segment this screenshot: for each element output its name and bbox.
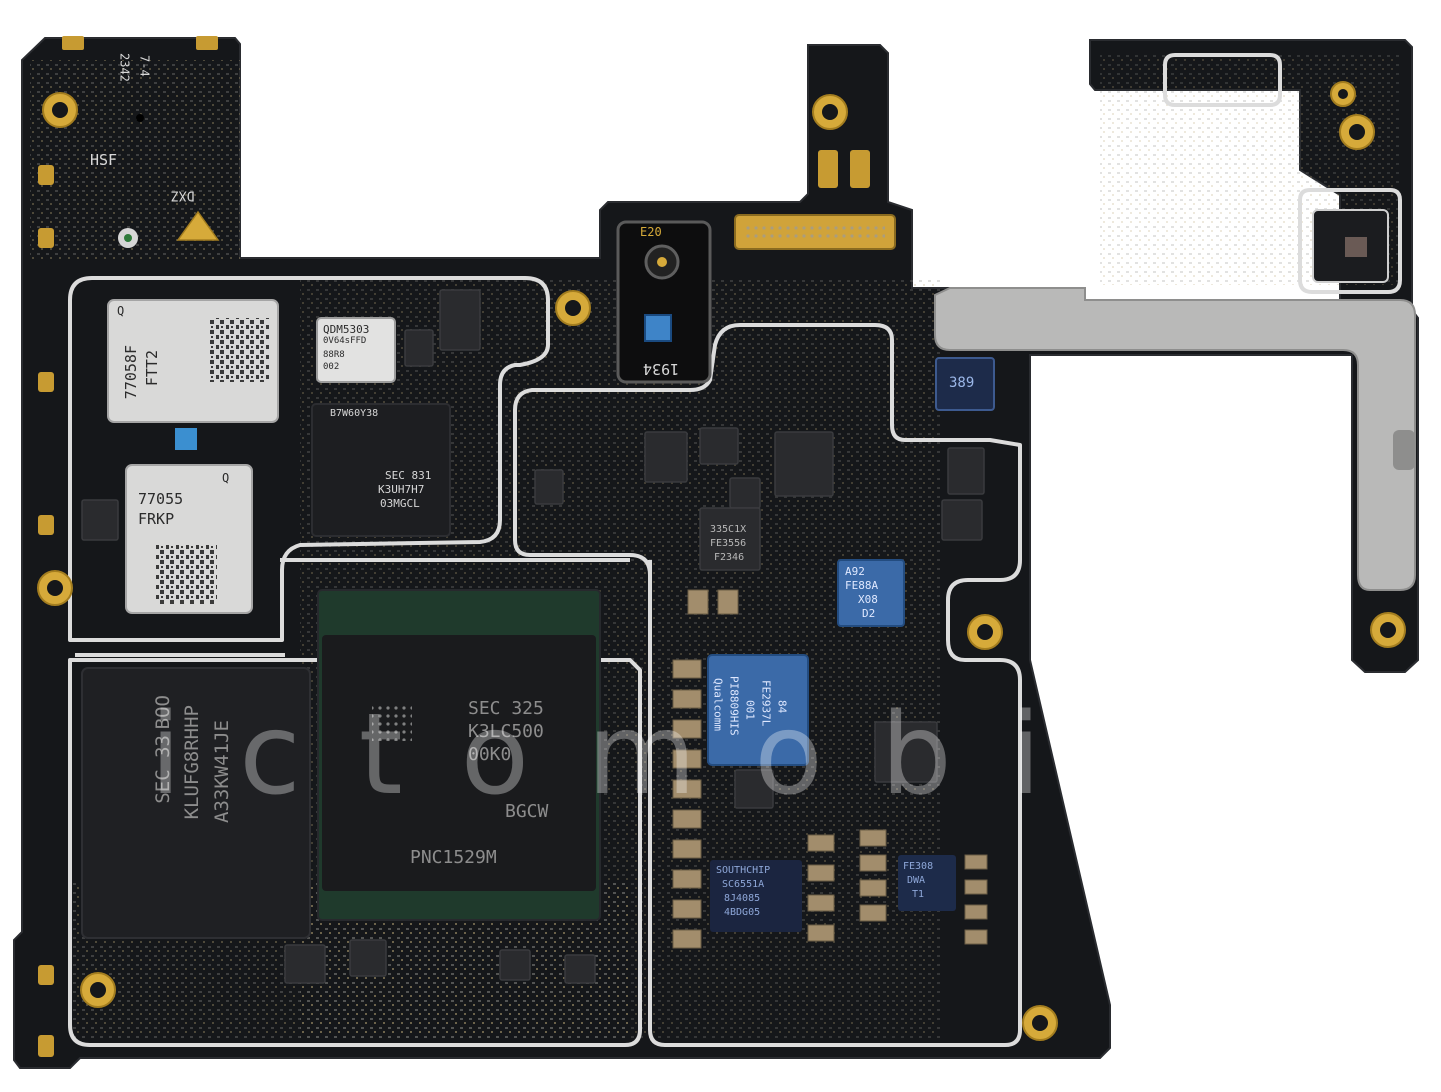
watermark: ictomobile <box>150 690 1315 820</box>
camera-code-bottom: 1934 <box>643 359 680 378</box>
shield-trace-top <box>68 276 550 642</box>
camera-code-top: E20 <box>640 225 662 239</box>
shield-trace-cam <box>1298 188 1402 294</box>
pm-small-line3: F2346 <box>714 552 745 563</box>
southchip-line4: 4BDG05 <box>724 907 761 918</box>
qcom-line2: 001 <box>743 700 757 720</box>
rf2-code: FRKP <box>138 510 175 528</box>
southchip-line1: SOUTHCHIP <box>716 865 771 876</box>
shield-trace-cam2 <box>1163 53 1282 107</box>
esd-warning-icon <box>176 210 220 241</box>
qdm-line4: 002 <box>323 362 340 372</box>
qdm-line2: 0V64sFFD <box>323 336 367 346</box>
qcom-line1: PI8809HIS <box>727 676 741 736</box>
soc-line3: 00K0 <box>468 744 512 765</box>
pmic-small-label: 389 <box>949 375 975 391</box>
blue-small-ic <box>837 559 905 627</box>
blue-small-line4: D2 <box>862 607 876 620</box>
qualcomm-pmic <box>707 654 809 766</box>
metal-bracket <box>934 287 1416 591</box>
shield-trace-lower <box>68 658 642 1047</box>
soc-line5: PNC1529M <box>410 847 497 868</box>
soc-line4: BGCW <box>505 801 549 822</box>
hsf-label: HSF <box>90 151 118 169</box>
fe-line2: DWA <box>907 875 926 886</box>
rf2-part: 77055 <box>138 490 184 508</box>
rf1-code: FTT2 <box>143 350 161 387</box>
pm-small-line1: 335C1X <box>710 524 747 535</box>
shield-trace-right <box>513 323 1022 1047</box>
camera-module <box>616 220 712 384</box>
qdm-line3: 88R8 <box>323 350 345 360</box>
blue-pmic-small <box>935 357 995 411</box>
blue-small-line1: A92 <box>845 565 865 578</box>
fe-ic <box>898 855 956 911</box>
date-code-1: 2342 <box>117 53 132 82</box>
fe-line1: FE308 <box>903 861 934 872</box>
fe-line3: T1 <box>912 889 925 900</box>
ufs-chip <box>81 667 311 939</box>
qcom-brand: Qualcomm <box>711 678 725 731</box>
lpddr-chip <box>311 403 451 537</box>
soc-pop <box>322 635 596 891</box>
soc-line1: SEC 325 <box>468 698 544 719</box>
flash-line3: 03MGCL <box>380 497 420 510</box>
southchip-ic <box>710 860 802 932</box>
dxz-label: DXZ <box>171 187 195 203</box>
qcom-line4: 84 <box>775 700 789 714</box>
flash-line2: K3UH7H7 <box>378 483 425 496</box>
southchip-line2: SC6551A <box>722 879 765 890</box>
flash-line1: SEC 831 <box>385 469 432 482</box>
blue-small-line2: FE88A <box>845 579 879 592</box>
rf2-q: Q <box>222 471 230 485</box>
blue-small-line3: X08 <box>858 593 878 606</box>
pm-small-line2: FE3556 <box>710 538 747 549</box>
flash-top: B7W60Y38 <box>330 408 379 419</box>
rf1-part: 77058F <box>122 345 140 400</box>
qdm-module <box>316 317 396 383</box>
qcom-line3: FE2937L <box>759 680 773 727</box>
soc-line2: K3LC500 <box>468 721 544 742</box>
date-code-2: 7-4 <box>137 55 152 77</box>
rf1-q: Q <box>117 304 125 318</box>
qdm-line1: QDM5303 <box>323 323 370 336</box>
southchip-line3: 8J4085 <box>724 893 761 904</box>
